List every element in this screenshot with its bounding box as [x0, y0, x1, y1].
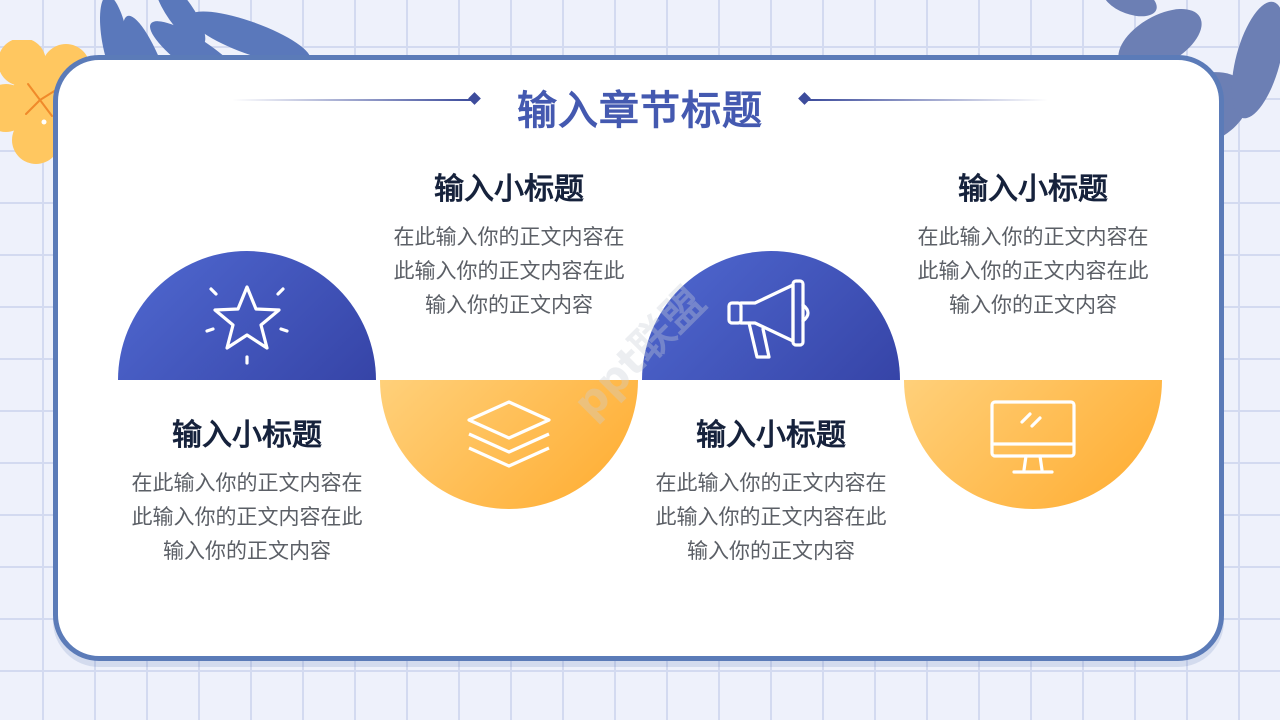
item-2-heading: 输入小标题	[434, 172, 584, 207]
item-2-text: 在此输入你的正文内容在此输入你的正文内容在此输入你的正文内容	[393, 225, 625, 317]
item-4-heading: 输入小标题	[958, 172, 1108, 207]
item-3-text: 在此输入你的正文内容在此输入你的正文内容在此输入你的正文内容	[655, 471, 887, 563]
item-1-heading: 输入小标题	[172, 418, 322, 453]
layers-icon	[467, 400, 551, 468]
title-line-right	[808, 99, 1048, 101]
item-3-heading: 输入小标题	[696, 418, 846, 453]
item-4-text: 在此输入你的正文内容在此输入你的正文内容在此输入你的正文内容	[917, 225, 1149, 317]
star-icon	[205, 285, 289, 365]
megaphone-icon	[727, 279, 810, 359]
item-1-text: 在此输入你的正文内容在此输入你的正文内容在此输入你的正文内容	[131, 471, 363, 563]
section-title: 输入章节标题	[517, 87, 763, 134]
monitor-icon	[990, 400, 1076, 474]
title-line-left	[232, 99, 472, 101]
